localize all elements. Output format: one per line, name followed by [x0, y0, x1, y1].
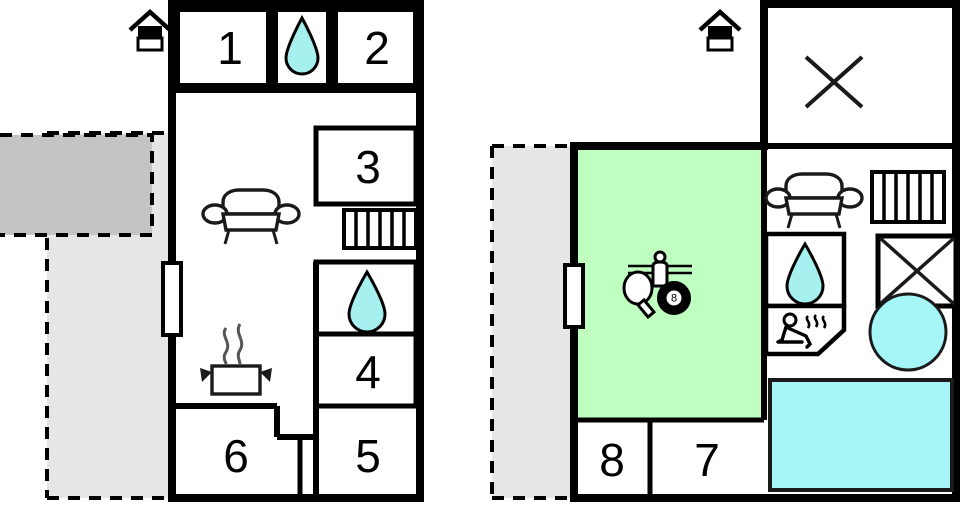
left-living-room [201, 188, 301, 245]
left-kitchen [200, 323, 272, 396]
left-room-6: 6 [223, 430, 249, 482]
right-building-upper [764, 4, 956, 150]
left-room-3: 3 [313, 125, 419, 207]
door-opening-icon [161, 261, 183, 337]
stairs-icon [342, 208, 418, 250]
room-number-5: 5 [355, 430, 381, 482]
left-bathroom-mid [313, 259, 419, 337]
left-room-4: 4 [313, 331, 419, 409]
room-number-6: 6 [223, 430, 249, 482]
sofa-icon [764, 172, 864, 229]
right-door-opening [563, 263, 585, 329]
right-sauna-room [763, 303, 847, 357]
right-room-cross-small [875, 233, 959, 309]
left-bottom-walls [172, 262, 319, 498]
cross-box-icon-small [878, 236, 956, 306]
right-hot-tub [868, 292, 948, 372]
left-door-opening [161, 261, 183, 337]
right-bottom-rooms: 8 7 [599, 420, 720, 498]
right-activity-icons: 8 [622, 250, 692, 320]
left-room-5: 5 [355, 430, 381, 482]
room-number-4: 4 [355, 346, 381, 398]
left-terrace-dark-area [0, 133, 154, 237]
right-room-cross-large [804, 55, 864, 109]
left-bathroom-top [284, 14, 320, 76]
left-top-row-walls [172, 4, 420, 93]
left-room-1: 1 [217, 22, 243, 74]
room-number-3: 3 [355, 141, 381, 193]
door-opening-icon [563, 263, 585, 329]
swimming-pool-icon [768, 378, 954, 492]
stairs-icon [870, 170, 946, 224]
sauna-icon [776, 312, 827, 349]
cross-box-icon-large [804, 55, 864, 109]
right-swimming-pool [768, 378, 954, 492]
water-drop-icon [284, 14, 320, 76]
left-stairs [342, 208, 418, 250]
games-icon: 8 [622, 250, 692, 320]
left-outer-wall [168, 0, 424, 502]
hot-tub-icon [868, 292, 948, 372]
room-number-8: 8 [599, 434, 625, 486]
kitchen-pot-icon [200, 323, 272, 396]
entrance-icon [698, 8, 742, 52]
billiard-ball-number: 8 [671, 293, 677, 305]
right-stairs-room [870, 170, 946, 224]
right-terrace-light-area [490, 144, 574, 500]
left-floor-plan: 1 2 3 [0, 0, 424, 502]
left-entrance [128, 8, 172, 52]
entrance-icon [128, 8, 172, 52]
right-lounge-room [764, 172, 864, 229]
right-bathroom [763, 231, 847, 309]
room-number-1: 1 [217, 22, 243, 74]
room-number-2: 2 [364, 22, 390, 74]
right-entrance [698, 8, 742, 52]
left-building-floor [172, 4, 420, 498]
left-room-2: 2 [364, 22, 390, 74]
sofa-icon [201, 188, 301, 245]
room-number-7: 7 [694, 434, 720, 486]
right-floor-plan: 8 8 7 [490, 0, 960, 502]
